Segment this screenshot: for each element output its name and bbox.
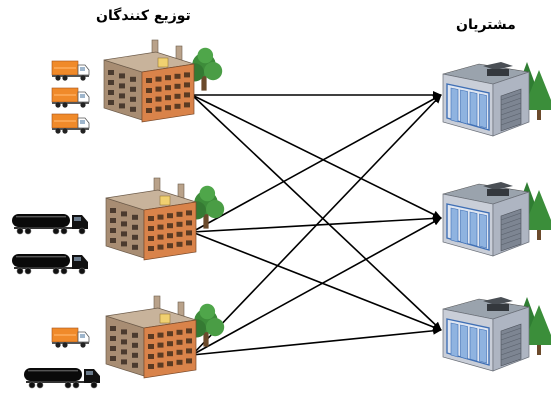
arrow-d2-c1: [191, 94, 442, 233]
arrow-d2-c3: [191, 231, 442, 331]
distributors-header: توزیع کنندگان: [96, 8, 191, 24]
tanker-truck-icon: [12, 214, 88, 235]
customer-store-3: [442, 297, 551, 372]
customers-header: مشتریان: [456, 17, 516, 33]
arrow-d1-c3: [191, 94, 442, 331]
distributor-factory-1: [103, 39, 223, 123]
customer-store-1: [442, 62, 551, 137]
distributor-factory-2: [105, 177, 225, 261]
connection-arrows: [191, 91, 442, 356]
tanker-truck-icon: [12, 254, 88, 275]
arrow-d3-c2: [191, 217, 442, 356]
cargo-truck-icon: [51, 113, 90, 134]
distributor-factory-3: [105, 295, 225, 379]
arrow-d1-c2: [191, 94, 442, 219]
tanker-truck-icon: [24, 368, 100, 389]
arrow-d3-c3: [191, 326, 442, 356]
cargo-truck-icon: [51, 87, 90, 108]
cargo-truck-icon: [51, 60, 90, 81]
arrow-d3-c1: [191, 94, 442, 356]
cargo-truck-icon: [51, 327, 90, 348]
nodes: [12, 39, 551, 389]
customer-store-2: [442, 182, 551, 257]
